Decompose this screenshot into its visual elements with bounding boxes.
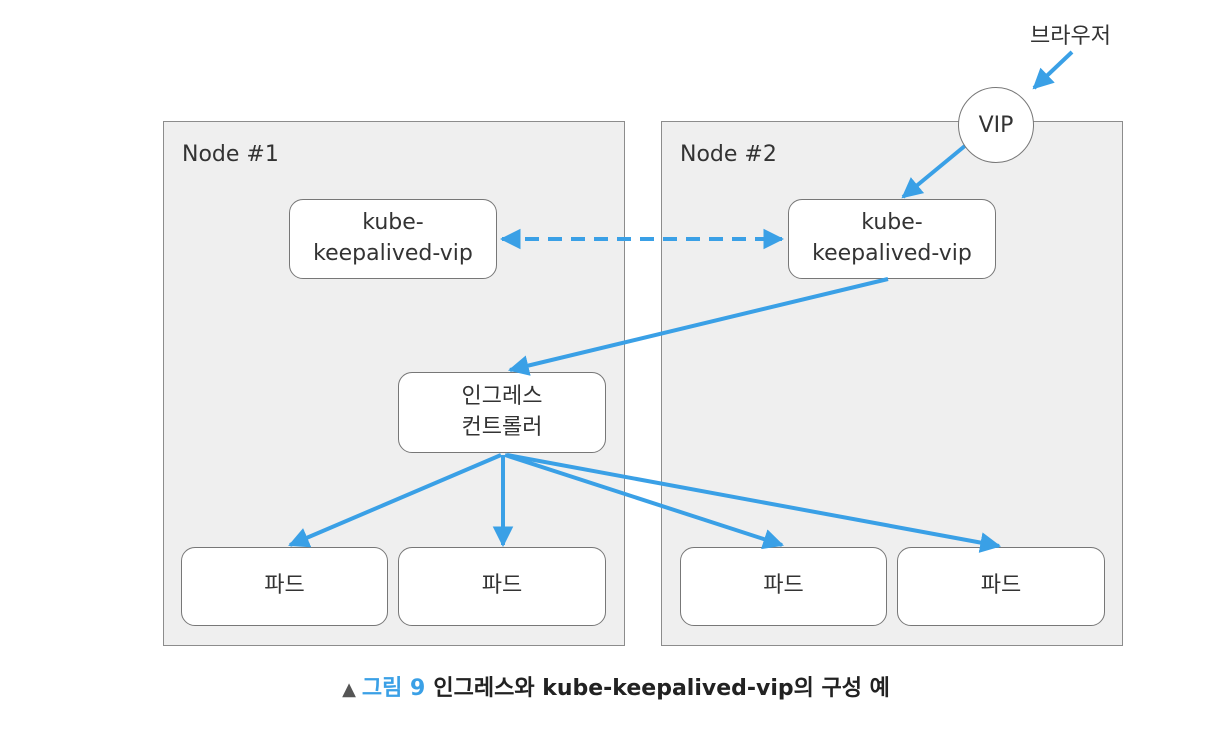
browser-label: 브라우저	[1030, 24, 1111, 49]
ingress-controller: 인그레스 컨트롤러	[398, 372, 606, 453]
keepalived-line1: kube-	[362, 210, 424, 236]
keepalived-line1: kube-	[861, 210, 923, 236]
pod-label: 파드	[980, 573, 1022, 599]
pod-label: 파드	[763, 573, 804, 599]
caption-text: 인그레스와 kube-keepalived-vip의 구성 예	[433, 676, 890, 701]
caption-marker: ▲	[342, 679, 356, 700]
keepalived-line2: keepalived-vip	[313, 241, 473, 266]
pod-3: 파드	[680, 547, 887, 626]
pod-2: 파드	[398, 547, 606, 626]
node-2-title: Node #2	[680, 142, 777, 167]
node-1-title: Node #1	[182, 142, 279, 167]
pod-label: 파드	[264, 573, 305, 599]
figure-caption: ▲그림 9 인그레스와 kube-keepalived-vip의 구성 예	[0, 670, 1232, 702]
keepalived-vip-node-1: kube- keepalived-vip	[289, 199, 497, 279]
pod-label: 파드	[481, 573, 523, 599]
keepalived-vip-node-2: kube- keepalived-vip	[788, 199, 996, 279]
vip-circle: VIP	[958, 87, 1034, 163]
keepalived-line2: keepalived-vip	[812, 241, 972, 266]
vip-label: VIP	[978, 112, 1014, 138]
ingress-line2: 컨트롤러	[461, 414, 543, 440]
arrow-browser-to-vip	[1032, 50, 1074, 90]
caption-figure-number: 그림 9	[361, 676, 426, 701]
ingress-line1: 인그레스	[461, 383, 543, 409]
pod-1: 파드	[181, 547, 388, 626]
pod-4: 파드	[897, 547, 1105, 626]
